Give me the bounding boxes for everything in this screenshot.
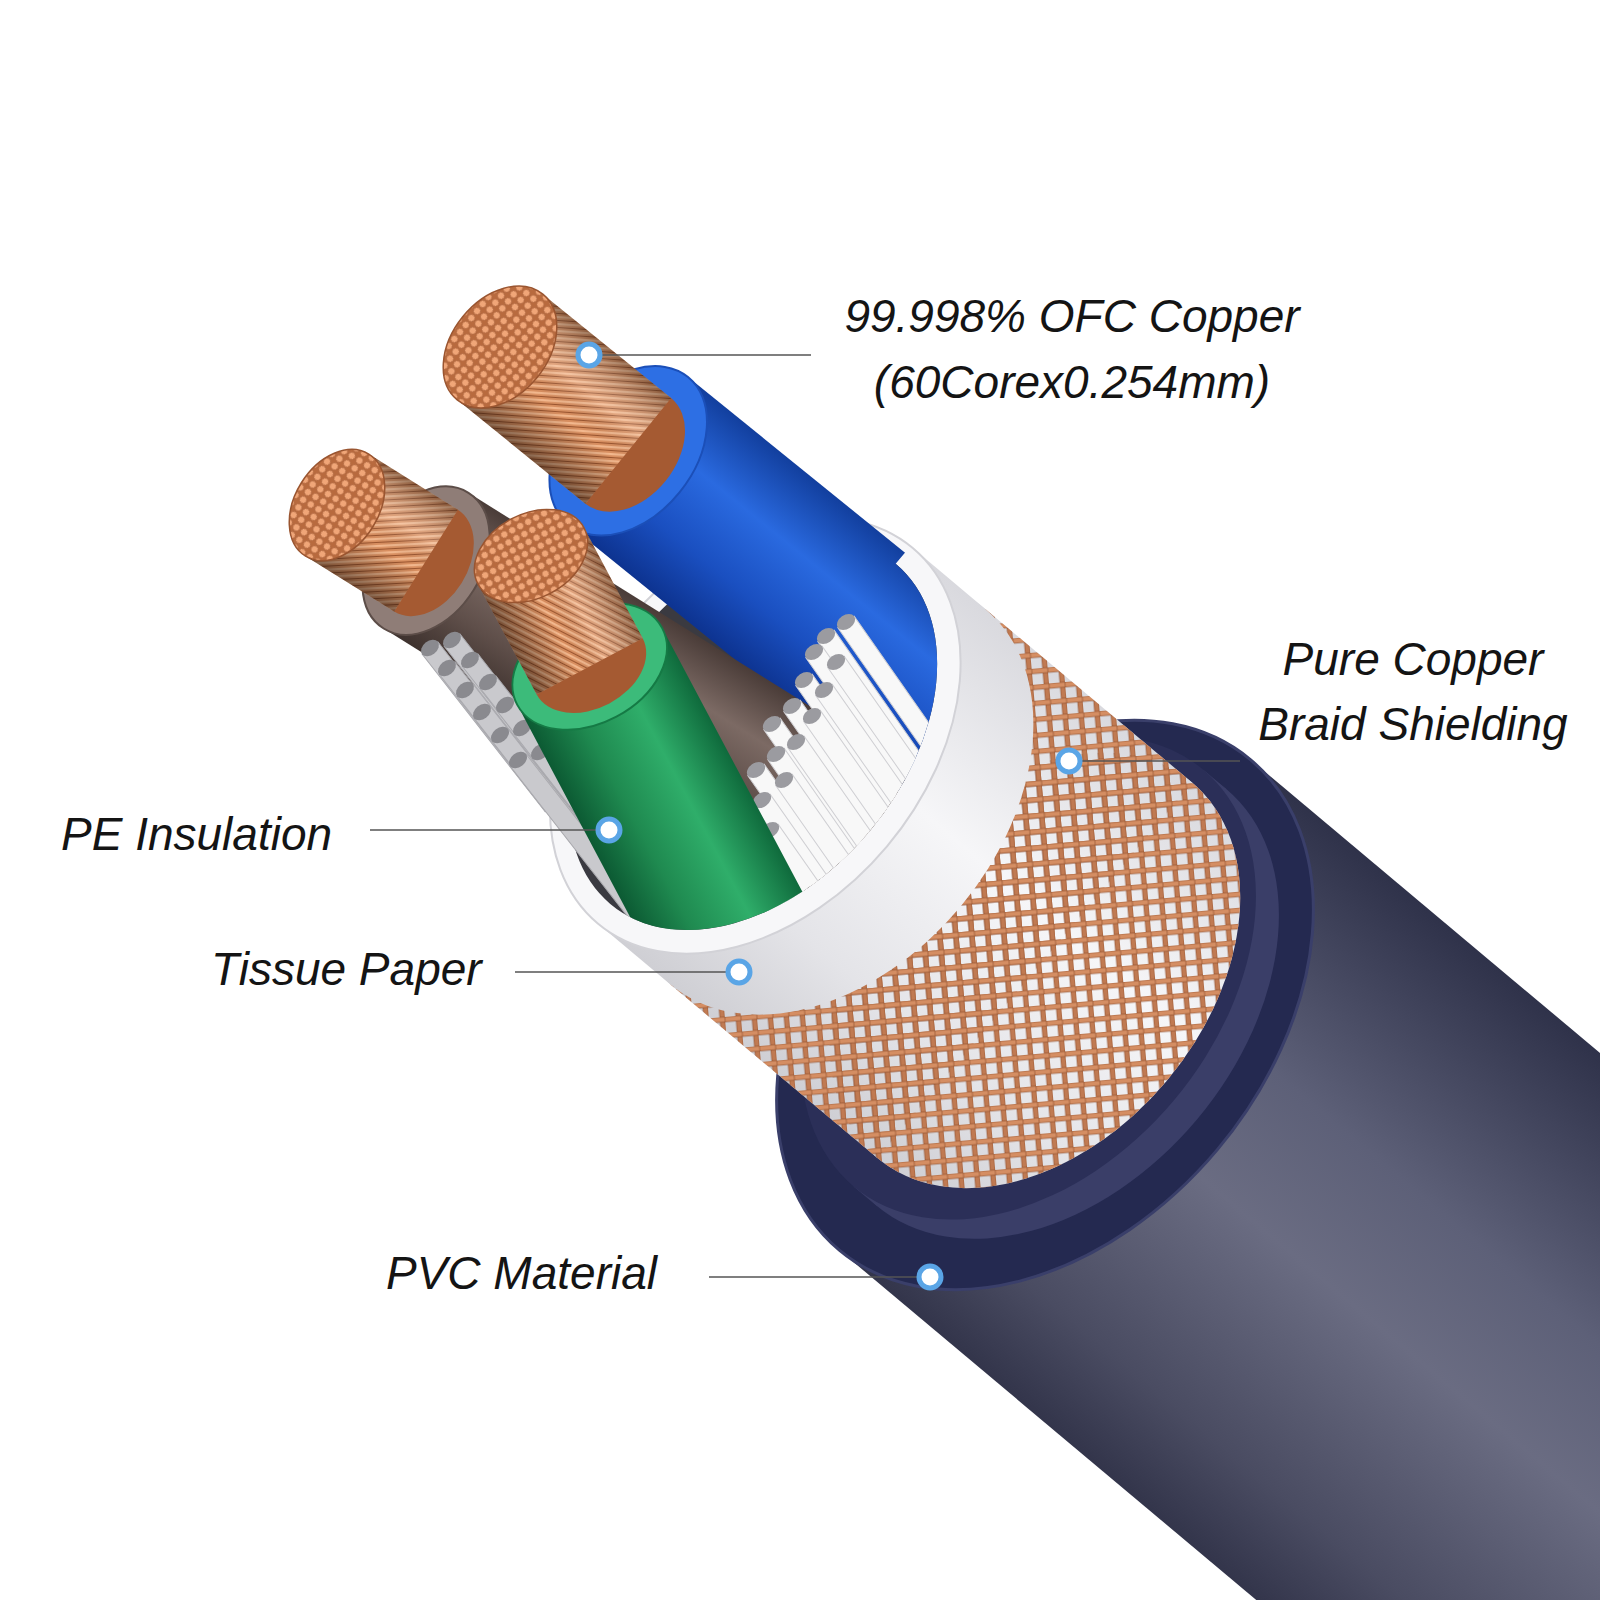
filler-rods bbox=[758, 819, 905, 1016]
leader-lines bbox=[370, 355, 1240, 1277]
part-label: Pure Copper Braid Shielding bbox=[1232, 627, 1594, 757]
leader-line bbox=[589, 354, 811, 355]
brown-core bbox=[270, 432, 405, 578]
callout-dot bbox=[728, 961, 750, 983]
blue-core bbox=[420, 264, 580, 430]
leader-line bbox=[1069, 760, 1240, 761]
part-label: PE Insulation bbox=[61, 801, 332, 867]
callout-dot bbox=[598, 819, 620, 841]
leader-line bbox=[709, 1276, 930, 1277]
part-label: PVC Material bbox=[386, 1240, 657, 1306]
green-core bbox=[458, 491, 603, 622]
part-label: 99.998% OFC Copper (60Corex0.254mm) bbox=[822, 283, 1322, 415]
callout-dot bbox=[1058, 750, 1080, 772]
callout-dots bbox=[578, 344, 1080, 1288]
part-label: Tissue Paper bbox=[211, 936, 482, 1002]
cable-jacket bbox=[405, 395, 1600, 1600]
callout-dot bbox=[919, 1266, 941, 1288]
leader-line bbox=[515, 971, 739, 972]
green-core bbox=[439, 480, 967, 1278]
callout-dot bbox=[578, 344, 600, 366]
leader-line bbox=[370, 829, 609, 830]
